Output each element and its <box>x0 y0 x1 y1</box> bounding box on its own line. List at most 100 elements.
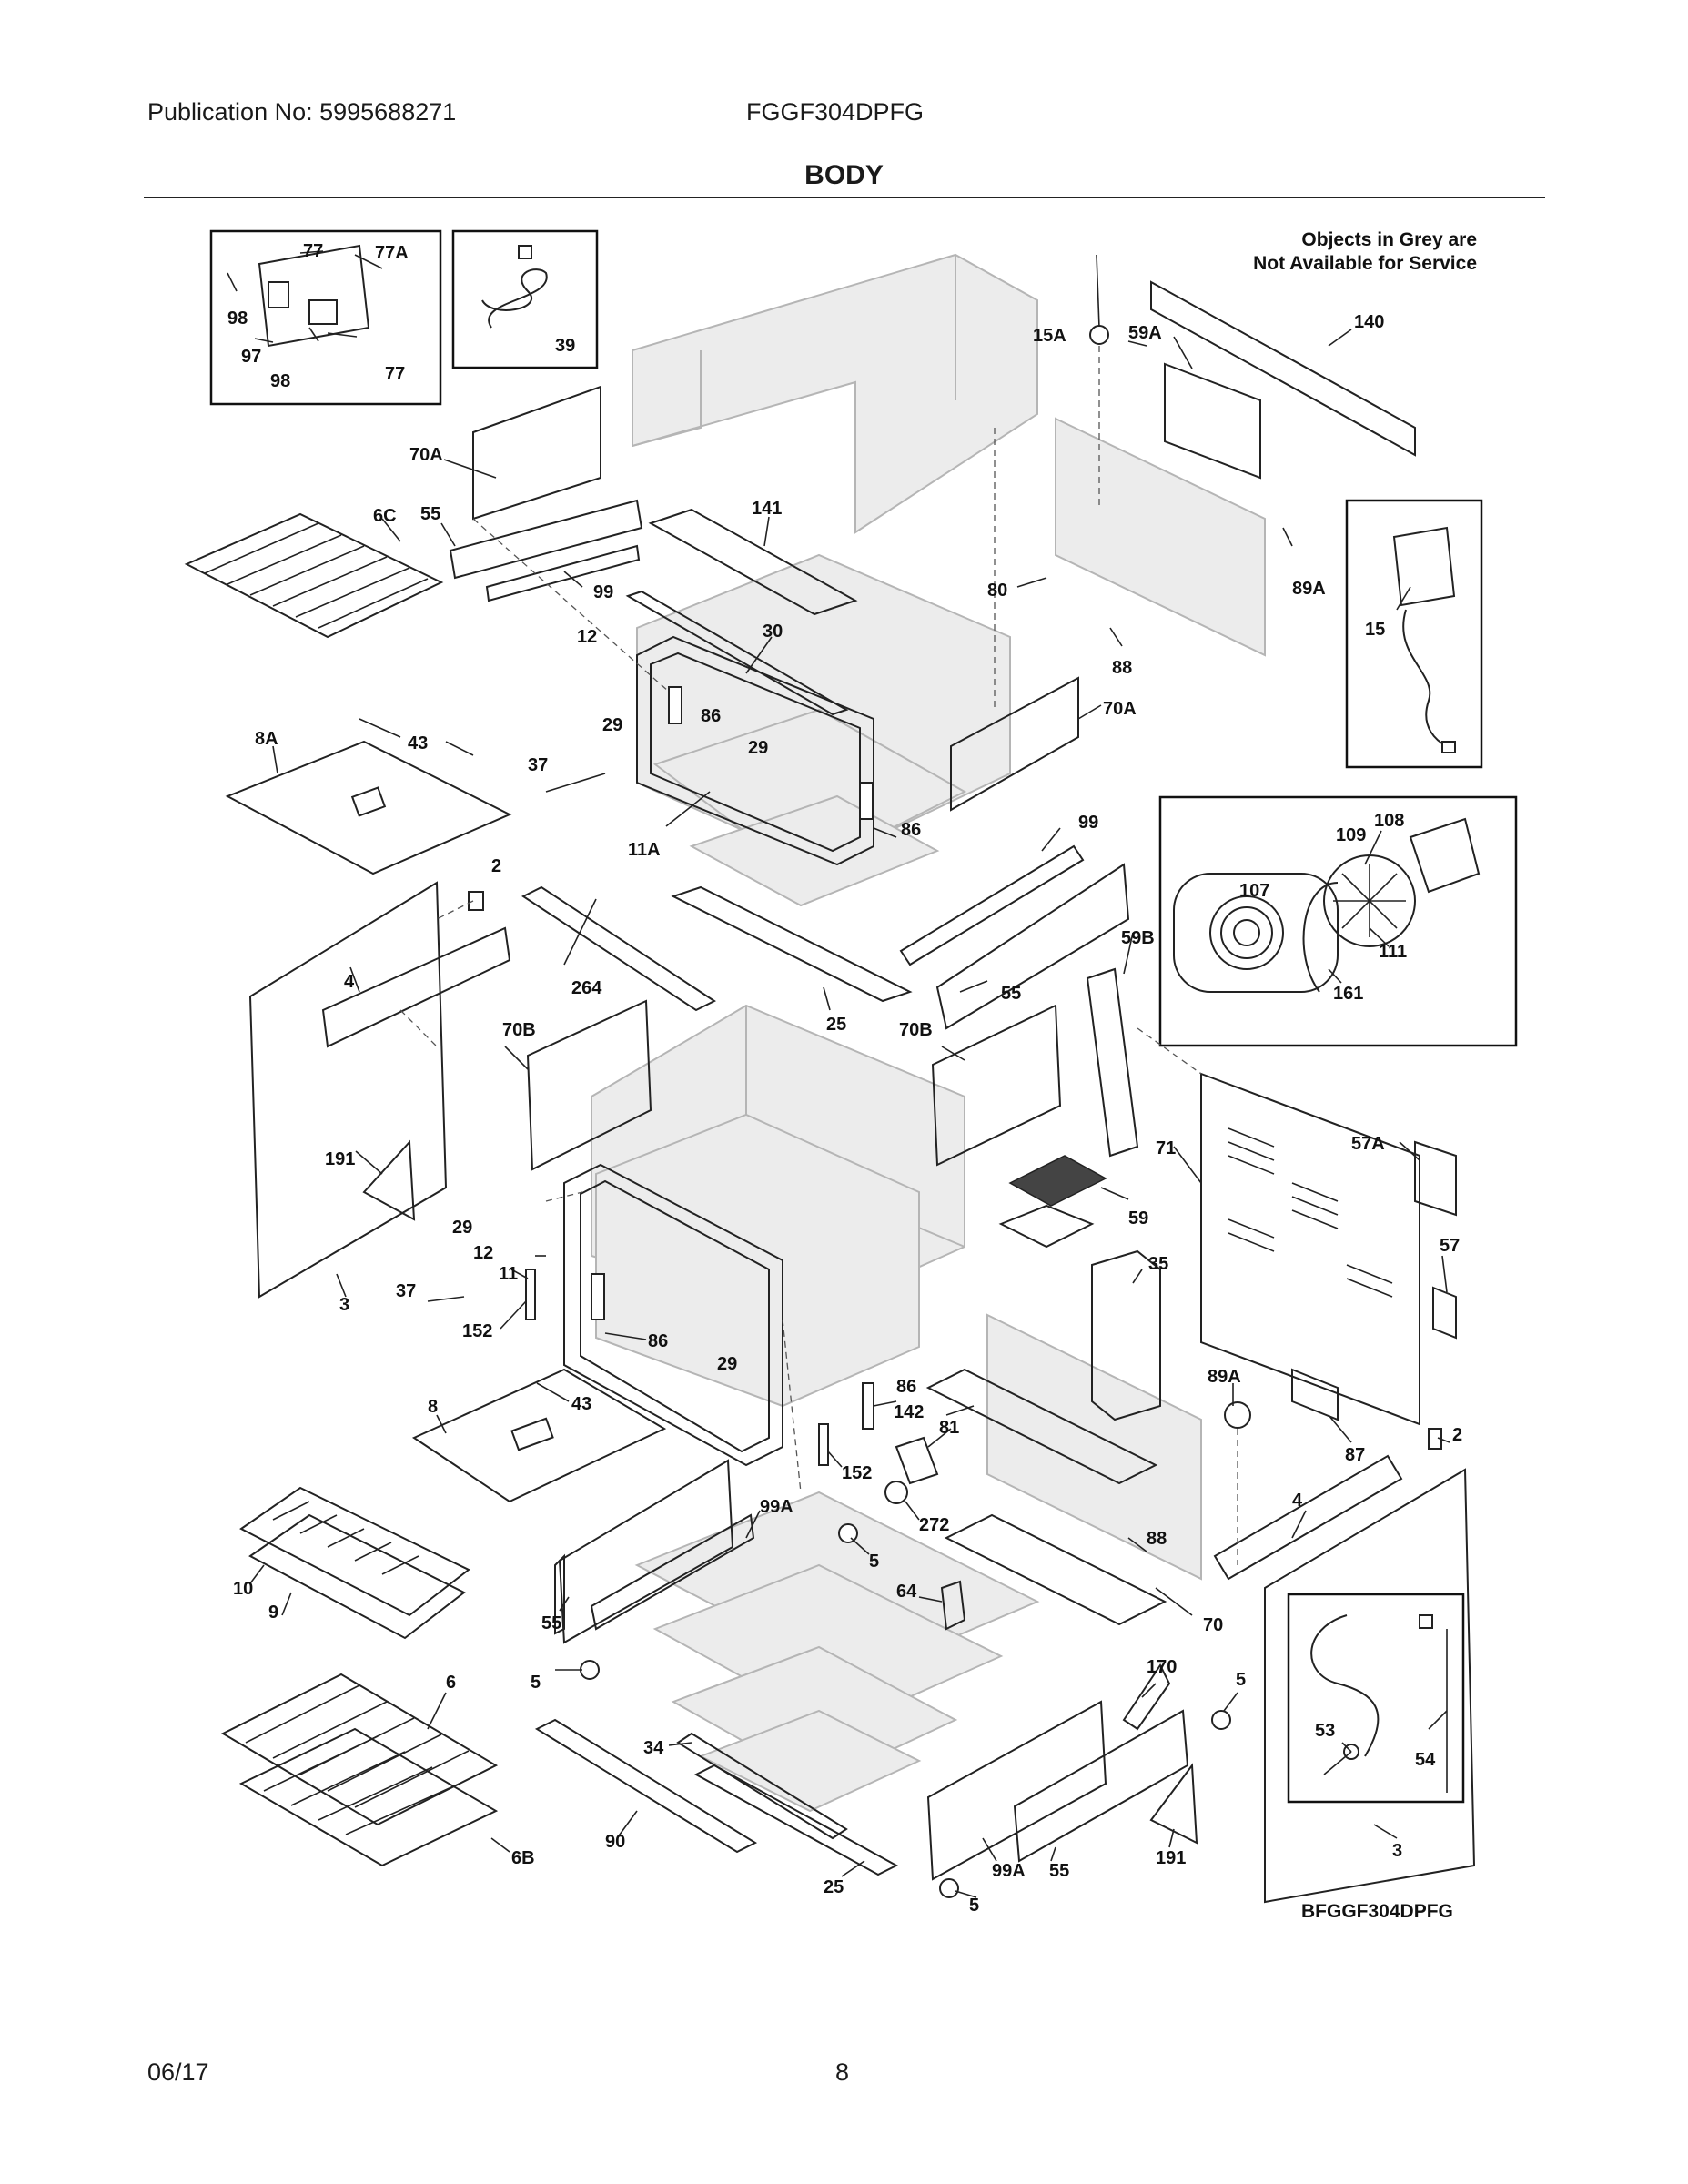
callout-109: 109 <box>1336 825 1366 845</box>
callout-25: 25 <box>826 1015 846 1035</box>
callout-87: 87 <box>1345 1445 1365 1465</box>
callout-70: 70 <box>1203 1615 1223 1635</box>
callout-99A: 99A <box>760 1497 793 1517</box>
callout-64: 64 <box>896 1582 917 1602</box>
callout-53: 53 <box>1315 1721 1335 1741</box>
callout-108: 108 <box>1374 811 1404 831</box>
callout-12: 12 <box>473 1243 493 1263</box>
model-number: FGGF304DPFG <box>746 98 925 126</box>
callout-111: 111 <box>1379 942 1407 962</box>
footer-date: 06/17 <box>147 2058 209 2086</box>
callout-89A: 89A <box>1292 579 1326 599</box>
callout-140: 140 <box>1354 312 1384 332</box>
rear-panel-71 <box>1200 1072 1420 1426</box>
callout-29: 29 <box>602 715 622 735</box>
callout-2: 2 <box>491 856 501 876</box>
callout-99: 99 <box>593 582 613 602</box>
callout-264: 264 <box>571 978 602 998</box>
bottom-pan-8A <box>225 740 512 875</box>
callout-272: 272 <box>919 1515 949 1535</box>
publication-number: Publication No: 5995688271 <box>147 98 457 126</box>
rack-6C <box>184 512 444 639</box>
upper-rear-panel <box>1055 417 1266 657</box>
panel-70 <box>944 1513 1167 1626</box>
note-line-2: Not Available for Service <box>1253 253 1477 274</box>
callout-15A: 15A <box>1033 326 1066 346</box>
rack-6C-bars <box>204 522 429 629</box>
insulation-70B-right <box>931 1004 1062 1167</box>
page-number: 8 <box>835 2058 850 2086</box>
harness-39 <box>481 268 548 329</box>
part-272 <box>884 1481 908 1504</box>
callout-34: 34 <box>643 1738 664 1758</box>
callout-30: 30 <box>763 622 783 642</box>
callout-57A: 57A <box>1351 1134 1385 1154</box>
module-59 <box>1008 1155 1107 1207</box>
note-line-1: Objects in Grey are <box>1301 229 1477 250</box>
callout-70B: 70B <box>502 1020 536 1040</box>
lower-rear-panel <box>986 1313 1202 1581</box>
upper-tray-2 <box>689 794 940 907</box>
vent-strip-90 <box>534 1718 758 1854</box>
callout-98: 98 <box>227 308 248 329</box>
callout-6: 6 <box>446 1673 456 1693</box>
rack-6B <box>238 1727 499 1867</box>
callout-15: 15 <box>1365 620 1385 640</box>
callout-71: 71 <box>1156 1138 1176 1158</box>
probe-inset <box>1287 1592 1465 1804</box>
callout-191: 191 <box>1156 1848 1186 1868</box>
callout-37: 37 <box>528 755 548 775</box>
callout-86: 86 <box>648 1331 668 1351</box>
callout-8: 8 <box>428 1397 438 1417</box>
callout-97: 97 <box>241 347 261 367</box>
upper-door-frame-11A <box>636 635 874 866</box>
box-35 <box>1091 1249 1161 1421</box>
callout-4: 4 <box>1292 1491 1303 1511</box>
grey-structures <box>591 253 1266 1813</box>
callout-161: 161 <box>1333 984 1363 1004</box>
callout-88: 88 <box>1112 658 1132 678</box>
callout-152: 152 <box>842 1463 872 1483</box>
callout-77: 77 <box>303 241 323 261</box>
callout-55: 55 <box>1049 1861 1069 1881</box>
callout-29: 29 <box>452 1218 472 1238</box>
lower-cavity <box>595 1113 920 1408</box>
callout-77A: 77A <box>375 243 409 263</box>
callout-99: 99 <box>1078 813 1098 833</box>
leveling-legs-5 <box>580 1523 1231 1898</box>
callout-86: 86 <box>896 1377 916 1397</box>
fan-motor-108 <box>1409 817 1481 894</box>
callout-80: 80 <box>987 581 1007 601</box>
broil-pan-9 <box>248 1513 466 1640</box>
callout-29: 29 <box>717 1354 737 1374</box>
callout-8A: 8A <box>255 729 278 749</box>
callout-152: 152 <box>462 1321 492 1341</box>
callout-81: 81 <box>939 1418 959 1438</box>
callout-4: 4 <box>344 972 355 992</box>
slide-99A-left <box>558 1459 734 1644</box>
callout-141: 141 <box>752 499 782 519</box>
callout-99A: 99A <box>992 1861 1026 1881</box>
callout-39: 39 <box>555 336 575 356</box>
callout-55: 55 <box>420 504 440 524</box>
callout-2: 2 <box>1452 1425 1462 1445</box>
broil-pan-10 <box>239 1486 470 1617</box>
callout-37: 37 <box>396 1281 416 1301</box>
bottom-pan-8 <box>411 1368 667 1503</box>
callout-9: 9 <box>268 1603 278 1623</box>
part-callouts: 77 77A 98 97 98 77 39 15A 59A 140 70A 55… <box>227 241 1462 1916</box>
callout-98: 98 <box>270 371 290 391</box>
insulation-70A-right <box>950 676 1079 812</box>
diagram-code: BFGGF304DPFG <box>1301 1901 1453 1922</box>
callout-25: 25 <box>824 1877 844 1897</box>
callout-170: 170 <box>1147 1657 1177 1677</box>
callout-6C: 6C <box>373 506 397 526</box>
callout-10: 10 <box>233 1579 253 1599</box>
upper-wrapper <box>632 253 1038 534</box>
callout-3: 3 <box>339 1295 349 1315</box>
callout-35: 35 <box>1148 1254 1168 1274</box>
lower-door-frame-11 <box>563 1163 783 1467</box>
insulation-70A-top <box>472 385 601 521</box>
callout-55: 55 <box>1001 984 1021 1004</box>
